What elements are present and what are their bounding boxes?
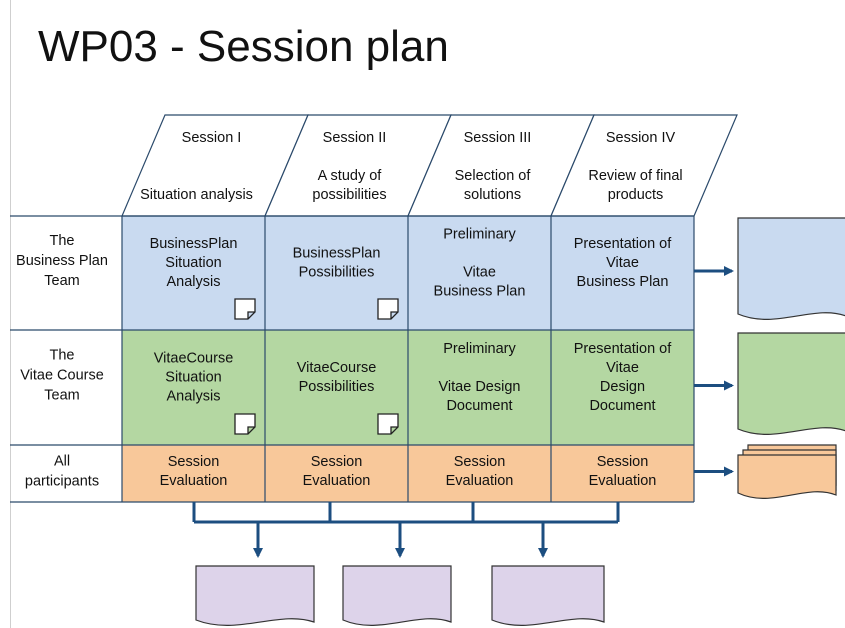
note-icon <box>377 298 399 320</box>
cell-text: Preliminary <box>443 226 516 242</box>
cell-text: Analysis <box>167 274 221 290</box>
cell-text: Vitae <box>463 264 496 280</box>
output-doc-vitae <box>737 332 845 435</box>
cell-text: Analysis <box>167 388 221 404</box>
bottom-doc-3 <box>491 565 605 626</box>
cell-text: Session <box>454 454 506 470</box>
cell-text: BusinessPlan <box>150 236 238 252</box>
row-label-business: The <box>50 233 75 249</box>
cell-text: Evaluation <box>589 473 657 489</box>
cell-text: Session <box>597 454 649 470</box>
session-desc: Situation analysis <box>140 187 253 203</box>
row-label-vitae: The <box>50 347 75 363</box>
cell-text: Possibilities <box>299 264 375 280</box>
cell-text: Evaluation <box>303 473 371 489</box>
row-label-vitae: Vitae Course <box>20 367 104 383</box>
row-label-business: Business Plan <box>16 253 108 269</box>
cell-text: Business Plan <box>434 283 526 299</box>
output-doc-business <box>737 217 845 320</box>
row-label-all: All <box>54 453 70 469</box>
cell-text: Evaluation <box>446 473 514 489</box>
session-desc: possibilities <box>312 187 386 203</box>
session-desc: Review of final <box>588 168 682 184</box>
note-icon <box>234 413 256 435</box>
session-desc: products <box>608 187 664 203</box>
session-desc: A study of <box>318 168 383 184</box>
cell-text: Document <box>589 398 655 414</box>
cell-text: Design <box>600 379 645 395</box>
slide-title: WP03 - Session plan <box>38 22 449 71</box>
cell-text: Presentation of <box>574 341 673 357</box>
cell-text: Preliminary <box>443 341 516 357</box>
session-name: Session I <box>182 130 242 146</box>
row-label-business: Team <box>44 273 79 289</box>
cell-text: Possibilities <box>299 379 375 395</box>
bottom-doc-1 <box>195 565 315 626</box>
cell-text: Situation <box>165 369 221 385</box>
cell-text: Document <box>446 398 512 414</box>
output-doc-all <box>737 454 837 499</box>
cell-text: VitaeCourse <box>154 350 234 366</box>
session-name: Session III <box>464 130 532 146</box>
cell-text: Presentation of <box>574 236 673 252</box>
note-icon <box>234 298 256 320</box>
cell-text: Situation <box>165 255 221 271</box>
cell-text: Vitae Design <box>439 379 521 395</box>
row-label-all: participants <box>25 473 99 489</box>
cell-text: Vitae <box>606 360 639 376</box>
cell-text: VitaeCourse <box>297 360 377 376</box>
cell-text: Vitae <box>606 255 639 271</box>
bottom-doc-2 <box>342 565 452 626</box>
cell-text: Session <box>168 454 220 470</box>
cell-text: Business Plan <box>577 274 669 290</box>
session-name: Session II <box>323 130 387 146</box>
session-desc: solutions <box>464 187 521 203</box>
session-name: Session IV <box>606 130 676 146</box>
cell-text: BusinessPlan <box>293 245 381 261</box>
cell-text: Evaluation <box>160 473 228 489</box>
note-icon <box>377 413 399 435</box>
left-edge-line <box>10 0 11 628</box>
cell-text: Session <box>311 454 363 470</box>
row-label-vitae: Team <box>44 387 79 403</box>
session-desc: Selection of <box>455 168 532 184</box>
